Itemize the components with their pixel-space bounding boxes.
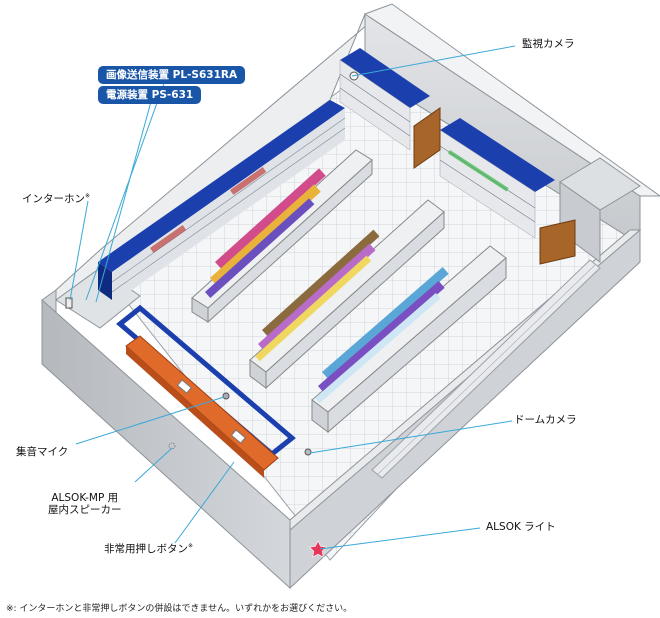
intercom-device [65, 297, 73, 309]
dome-camera-label: ドームカメラ [514, 414, 577, 426]
monitor-camera-label: 監視カメラ [522, 38, 575, 50]
emergency-button-label: 非常用押しボタン※ [104, 542, 194, 555]
wall-shelf-back [339, 48, 555, 239]
footnote: ※: インターホンと非常押しボタンの併設はできません。いずれかをお選びください。 [6, 604, 353, 614]
doors [413, 107, 576, 265]
leader-lines [69, 45, 516, 550]
wall-shelf-left [98, 100, 346, 304]
mic-label: 集音マイク [16, 446, 69, 458]
alsok-light-label: ALSOK ライト [486, 521, 556, 533]
alsok-light-star-icon [308, 540, 328, 558]
intercom-label: インターホン※ [22, 192, 91, 205]
gondola-shelf-3 [311, 245, 507, 434]
gondola-shelf-2 [249, 199, 445, 390]
speaker-label: ALSOK-MP 用 屋内スピーカー [48, 492, 122, 517]
power-supply-badge: 電源装置 PS-631 [98, 86, 202, 104]
wall-shelf-right [371, 259, 601, 479]
gondola-shelf-1 [191, 149, 373, 324]
checkout-counter [116, 304, 296, 478]
encoder-badge: 画像送信装置 PL-S631RA [98, 66, 246, 84]
mic-device [222, 392, 230, 400]
dome-camera-device [304, 448, 312, 456]
device-markers [65, 71, 359, 558]
speaker-device [168, 442, 176, 450]
